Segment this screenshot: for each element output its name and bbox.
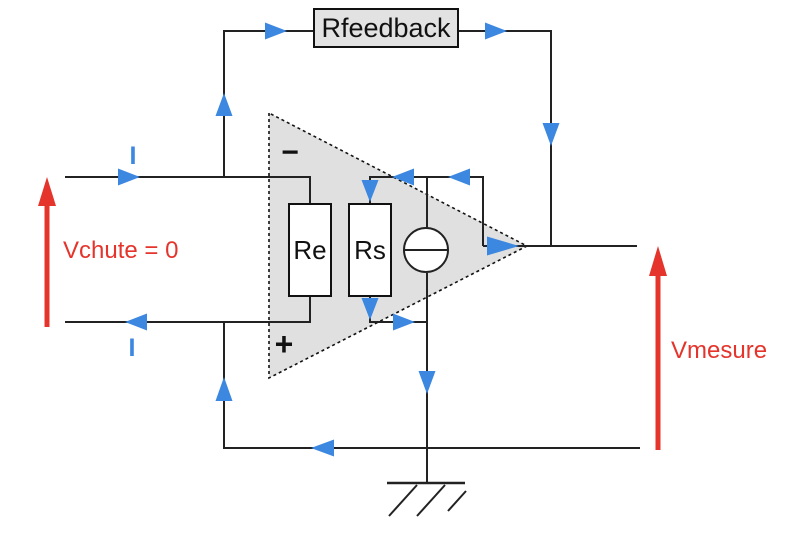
current-label-bottom: I [128,334,136,362]
arrow-right-input-top-icon [118,168,140,186]
arrow-down-rs-top-icon [361,180,379,202]
current-label-top: I [129,142,137,170]
arrow-down-feedback-right-icon [542,123,560,146]
arrow-right-feedback-in-icon [265,22,287,40]
wire-feedback-right [459,30,552,246]
vchute-arrow-head-icon [38,177,56,206]
arrow-right-rs-to-source-icon [393,313,415,331]
feedback-resistor-label: Rfeedback [321,12,451,43]
ground-icon [387,481,467,517]
wire-ground-return [223,322,640,449]
arrow-down-to-ground-icon [418,371,436,394]
input-resistor-label: Re [293,234,327,265]
arrow-up-return-icon [215,377,233,401]
current-source-icon [403,227,449,273]
input-voltage-label: Vchute = 0 [63,237,179,264]
arrow-left-internal-1-icon [392,168,414,186]
output-resistor-label: Rs [354,234,386,265]
arrow-up-feedback-left-icon [215,93,233,116]
non-inverting-input-label: + [274,326,294,362]
arrow-left-internal-2-icon [448,168,470,186]
output-voltage-label: Vmesure [671,337,768,364]
arrow-right-into-apex-icon [487,236,519,256]
inverting-input-label: − [281,136,299,169]
arrow-left-return-icon [311,439,334,457]
arrow-right-feedback-out-icon [485,22,507,40]
arrow-down-rs-bottom-icon [361,298,379,320]
output-resistor-box: Rs [348,203,392,297]
wire-input-top [65,176,311,203]
feedback-resistor-box: Rfeedback [313,8,459,48]
current-arrows [118,22,560,457]
voltage-arrows [38,177,667,450]
opamp-triangle-icon [268,111,529,380]
vmesure-arrow-head-icon [649,246,667,276]
input-resistor-box: Re [288,203,332,297]
arrow-left-input-bottom-icon [125,313,147,331]
